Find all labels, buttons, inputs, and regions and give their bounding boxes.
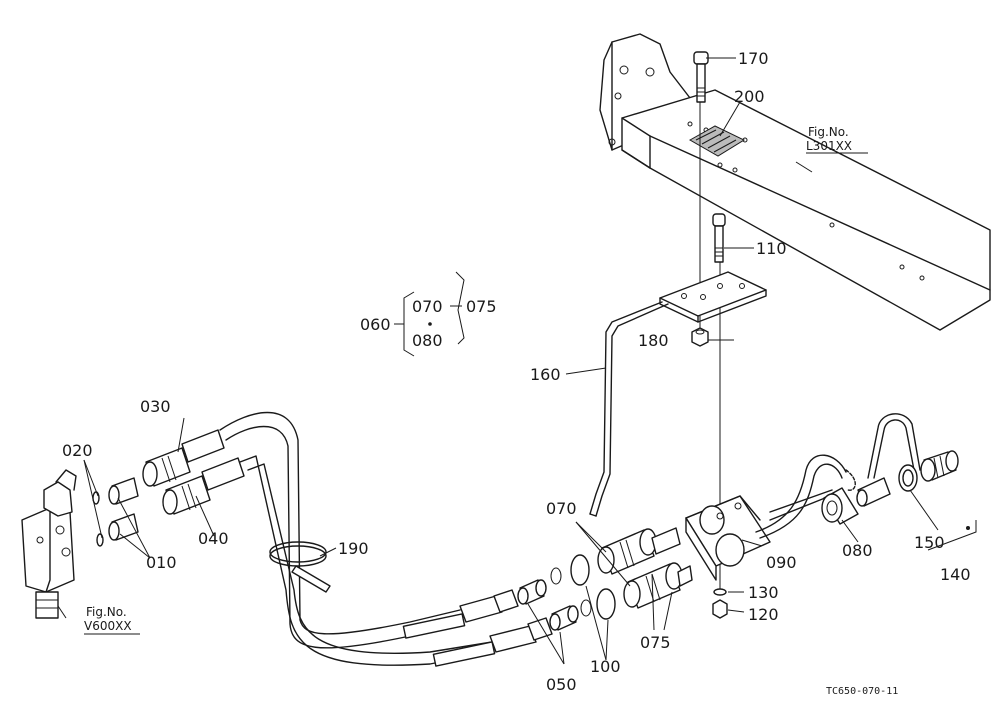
label-190: 190: [338, 539, 369, 558]
label-140: 140: [940, 565, 971, 584]
control-valve: [21, 469, 77, 619]
part-140-shackle: [856, 413, 921, 507]
figref-frame-code: L301XX: [806, 139, 852, 153]
part-130-washer: [713, 588, 727, 596]
label-170: 170: [738, 49, 769, 68]
label-160: 160: [530, 365, 561, 384]
frame-beam: [599, 33, 991, 331]
label-070-group: 070: [412, 297, 443, 316]
figref-valve-code: V600XX: [84, 619, 132, 633]
part-030-coupler: [142, 429, 225, 487]
label-075: 075: [640, 633, 671, 652]
label-110: 110: [756, 239, 787, 258]
label-050: 050: [546, 675, 577, 694]
part-070-coupler-lower: [623, 562, 693, 609]
label-130: 130: [748, 583, 779, 602]
label-080: 080: [842, 541, 873, 560]
hose-upper: [219, 411, 519, 649]
part-180-nut: [691, 327, 709, 347]
part-160-bracket: [589, 271, 767, 517]
label-040: 040: [198, 529, 229, 548]
label-180: 180: [638, 331, 669, 350]
label-200: 200: [734, 87, 765, 106]
label-080-group: 080: [412, 331, 443, 350]
label-150: 150: [914, 533, 945, 552]
part-150-cap: [920, 450, 959, 482]
part-090-block: [685, 495, 771, 581]
label-060: 060: [360, 315, 391, 334]
part-010-adapter: [108, 477, 139, 541]
part-050-adapter-upper: [517, 579, 547, 605]
part-050-adapter-lower: [549, 605, 579, 631]
label-075-group: 075: [466, 297, 497, 316]
cable-080: [755, 454, 856, 539]
part-040-coupler: [162, 457, 245, 515]
part-170-bolt: [693, 51, 709, 103]
label-010: 010: [146, 553, 177, 572]
drawing-code: TC650-070-11: [826, 686, 898, 697]
label-090: 090: [766, 553, 797, 572]
part-120-nut: [712, 599, 728, 619]
label-020: 020: [62, 441, 93, 460]
figref-valve-title: Fig.No.: [86, 605, 127, 619]
part-080-coupler: [821, 487, 859, 525]
label-030: 030: [140, 397, 171, 416]
part-190-clamp: [269, 541, 331, 593]
hose-lower: [239, 455, 553, 667]
group-bracket-060: [394, 271, 465, 357]
figref-frame-title: Fig.No.: [808, 125, 849, 139]
label-120: 120: [748, 605, 779, 624]
label-070: 070: [546, 499, 577, 518]
part-200-pad: [688, 125, 746, 157]
part-110-bolt: [712, 213, 726, 263]
label-100: 100: [590, 657, 621, 676]
leader-lines: [57, 57, 977, 665]
part-100-snap-rings: [550, 554, 616, 620]
